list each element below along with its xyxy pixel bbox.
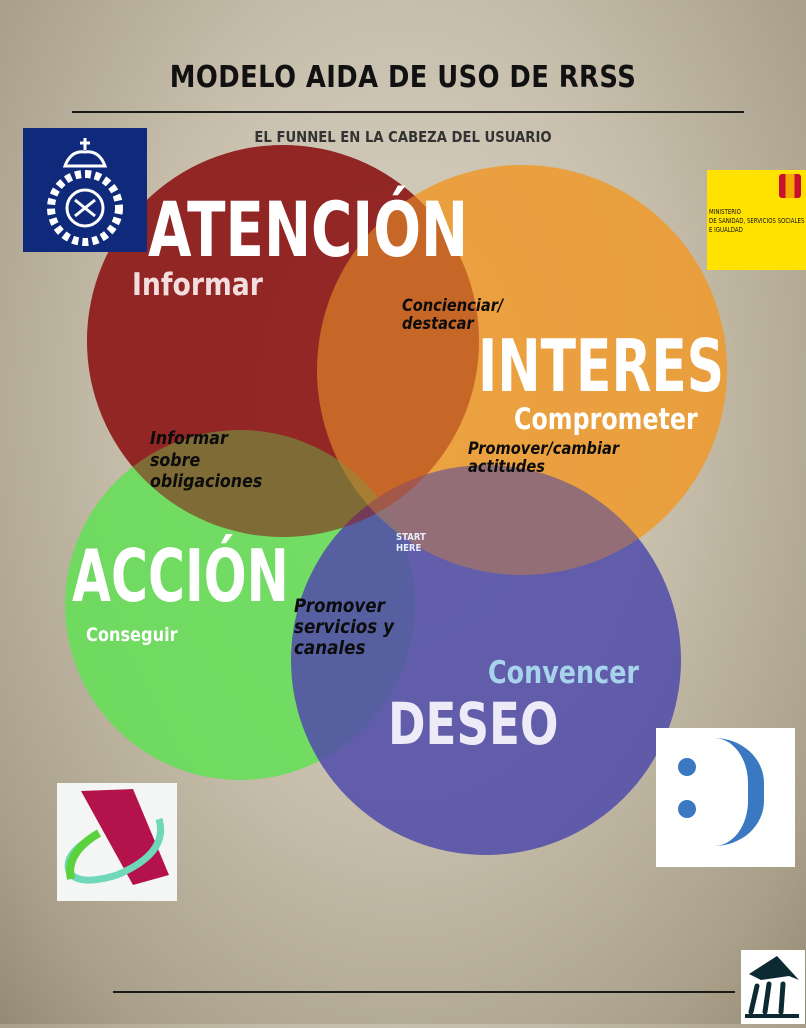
stage-title-accion: ACCIÓN [72,534,289,618]
columns-emblem-icon [745,956,799,1018]
smiley-logo [656,728,795,867]
overlap-atencion-interes: Concienciar/ destacar [402,296,504,334]
start-here-label: START HERE [396,532,426,554]
footer-emblem-logo [741,950,805,1024]
policia-nacional-logo [23,128,147,252]
smiley-mouth-icon [714,738,764,846]
agencia-tributaria-logo [57,783,177,901]
stage-verb-accion: Conseguir [86,624,178,646]
smiley-icon [678,758,696,776]
title-divider [72,111,744,113]
police-badge-icon [47,138,123,246]
page-title: MODELO AIDA DE USO DE RRSS [169,60,637,95]
circle-atencion-overlay [87,145,479,537]
ministerio-sanidad-logo: MINISTERIO DE SANIDAD, SERVICIOS SOCIALE… [707,170,806,270]
ministerio-text: MINISTERIO DE SANIDAD, SERVICIOS SOCIALE… [709,208,805,234]
overlap-interes-deseo: Promover/cambiar actitudes [468,439,620,477]
smiley-icon-dot [678,800,696,818]
overlap-atencion-accion: Informar sobre obligaciones [150,428,263,493]
stage-verb-deseo: Convencer [488,655,639,691]
stage-verb-interes: Comprometer [514,402,698,436]
overlap-accion-deseo: Promover servicios y canales [294,595,394,659]
stage-verb-atencion: Informar [132,267,263,303]
circle-deseo [291,465,681,855]
footer-divider [113,991,735,993]
stage-title-interes: INTERES [478,324,725,408]
spain-coat-of-arms-icon [779,174,801,198]
stage-title-atencion: ATENCIÓN [148,185,469,274]
page-subtitle: EL FUNNEL EN LA CABEZA DEL USUARIO [254,128,552,146]
circle-interes-overlay [317,165,727,575]
stage-title-deseo: DESEO [388,690,559,758]
agencia-tributaria-icon [64,789,169,885]
